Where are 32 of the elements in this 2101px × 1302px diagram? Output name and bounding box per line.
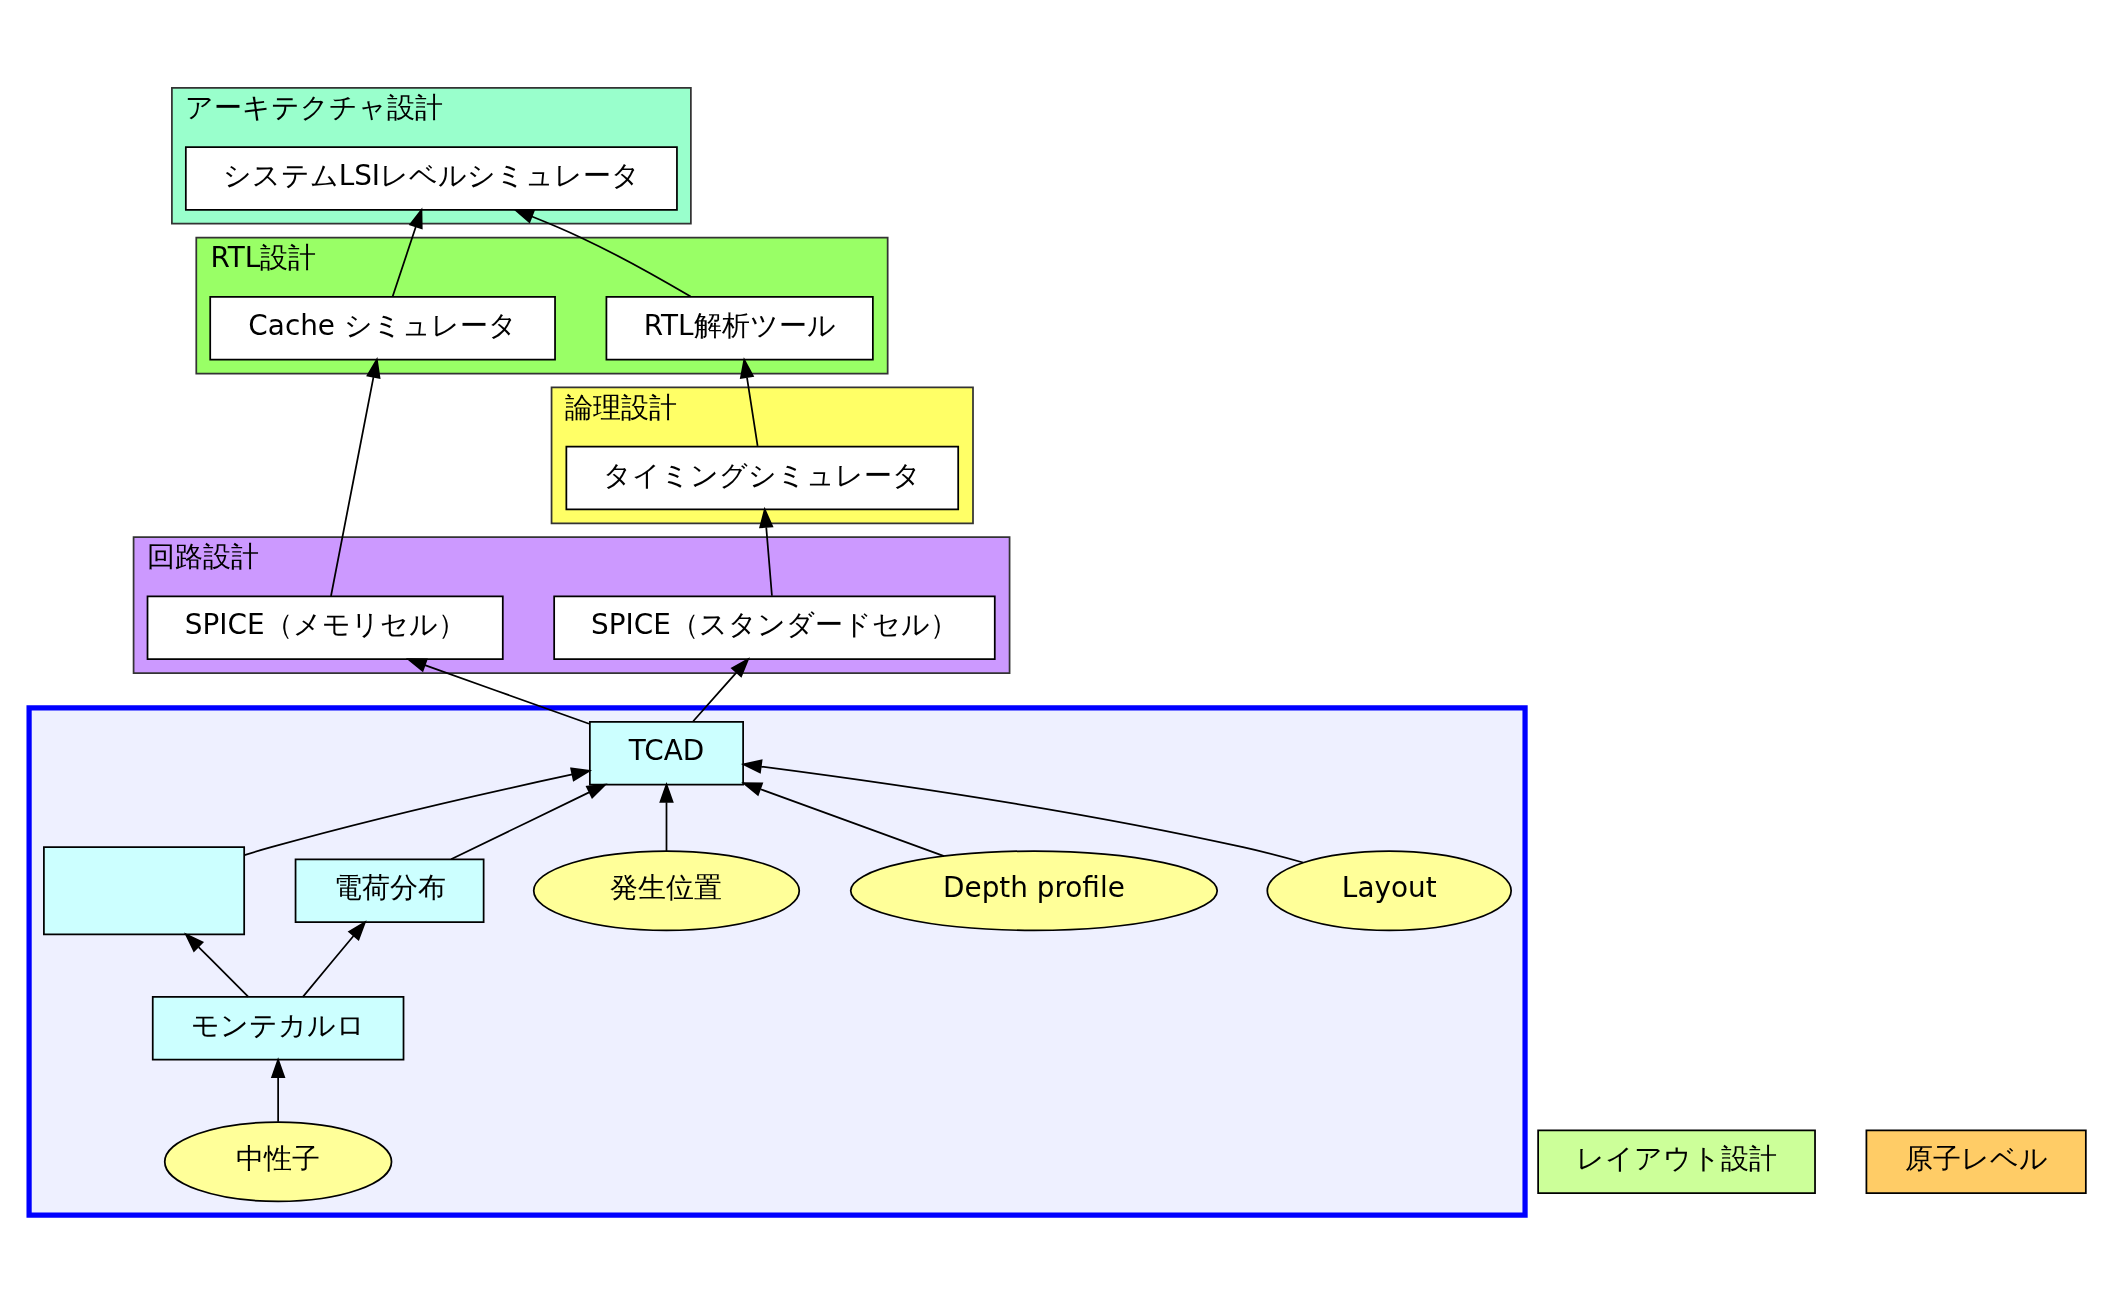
cluster <box>26 704 1528 1218</box>
node-ellipse: 中性子 <box>163 1120 393 1202</box>
arrow <box>270 1056 286 1123</box>
node-box <box>43 845 246 935</box>
arrow <box>184 932 250 998</box>
arrow <box>330 356 381 597</box>
node-box: Cache シミュレータ <box>209 295 556 360</box>
arrow <box>692 656 750 722</box>
arrow <box>759 506 774 597</box>
node-box: TCAD <box>589 720 744 785</box>
node-box: レイアウト設計 <box>1537 1129 1816 1194</box>
node-box: 電荷分布 <box>294 858 485 923</box>
node-box: 原子レベル <box>1865 1129 2087 1194</box>
arrow <box>450 782 608 860</box>
node-box: タイミングシミュレータ <box>565 445 960 510</box>
node-box: システムLSIレベルシミュレータ <box>184 145 678 211</box>
arrow <box>391 206 423 297</box>
arrow <box>405 657 590 725</box>
arrow <box>513 208 692 297</box>
arrow <box>243 766 593 856</box>
node-box: モンテカルロ <box>151 995 405 1061</box>
arrow <box>739 356 759 447</box>
node-box: SPICE（スタンダードセル） <box>553 595 996 660</box>
node-box: RTL解析ツール <box>605 295 874 360</box>
arrow <box>741 781 945 857</box>
node-ellipse: Layout <box>1266 849 1512 931</box>
node-box: SPICE（メモリセル） <box>146 595 504 660</box>
node-ellipse: 発生位置 <box>532 849 801 931</box>
arrow <box>302 919 367 998</box>
node-ellipse: Depth profile <box>849 849 1219 931</box>
arrow <box>659 781 674 852</box>
arrow <box>740 758 1304 863</box>
